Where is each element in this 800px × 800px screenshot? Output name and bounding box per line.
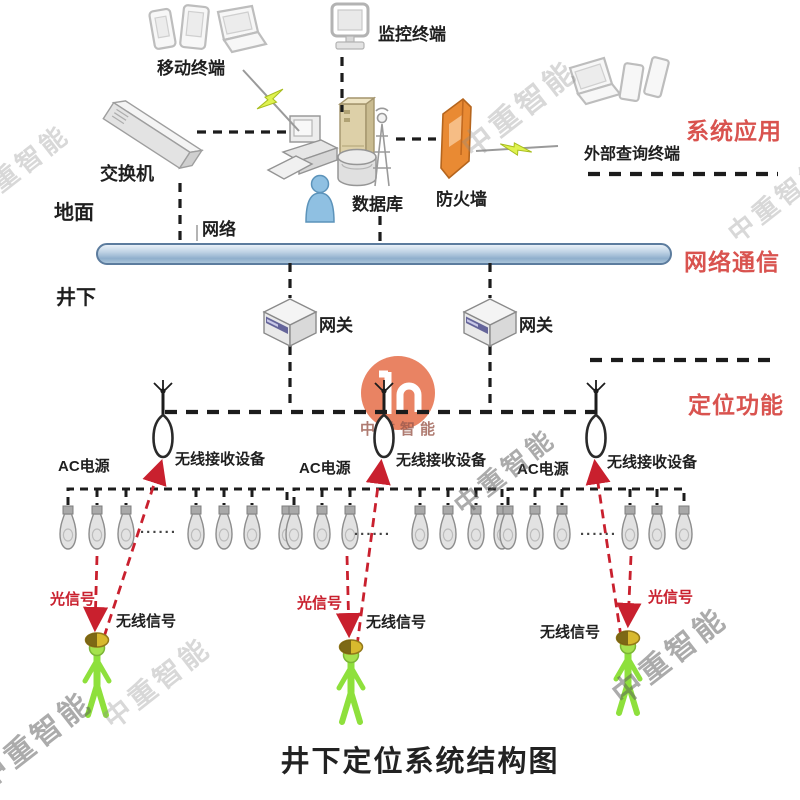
miner-icon-2: [339, 640, 363, 722]
bulb-icon: [117, 505, 135, 550]
bulb-icon: [88, 505, 106, 550]
label-network: 网络: [202, 220, 236, 239]
label-ground: 地面: [54, 202, 94, 224]
label-system-app: 系统应用: [686, 118, 782, 144]
switch-icon: [102, 100, 204, 170]
label-ac-power-2: AC电源: [299, 460, 351, 477]
ellipsis-2: ......: [354, 522, 392, 539]
brand-logo-glyph: [396, 382, 422, 412]
label-firewall: 防火墙: [436, 190, 487, 209]
label-optical-2: 光信号: [297, 595, 343, 612]
mobile-terminal-icon: [148, 4, 268, 54]
operator-person-icon: [305, 174, 335, 223]
wireless-signal-arrow-1: [102, 459, 167, 638]
gateway-icon-1: [263, 298, 317, 347]
label-receiver-2: 无线接收设备: [396, 452, 487, 469]
label-mobile-terminal: 移动终端: [157, 59, 225, 78]
label-external-terminal: 外部查询终端: [584, 146, 681, 163]
dashed-connectors: [178, 57, 492, 410]
label-monitor-terminal: 监控终端: [378, 25, 446, 44]
bulb-icon: [439, 505, 457, 550]
diagram-title: 井下定位系统结构图: [280, 746, 560, 778]
label-wireless-2: 无线信号: [366, 614, 427, 631]
bulb-icon: [59, 505, 77, 550]
network-backbone-pipe: [96, 243, 672, 265]
label-ac-power-1: AC电源: [58, 458, 110, 475]
label-ac-power-3: AC电源: [517, 461, 569, 478]
label-receiver-1: 无线接收设备: [175, 451, 266, 468]
brand-logo-glyph: [379, 370, 392, 414]
workstation-icon: [266, 115, 339, 180]
signal-arrows: [82, 458, 642, 647]
database-icon: [337, 148, 377, 187]
label-optical-1: 光信号: [50, 591, 96, 608]
bulb-icon: [675, 505, 693, 550]
bulb-icon: [621, 505, 639, 550]
bulb-icon: [553, 505, 571, 550]
label-receiver-3: 无线接收设备: [607, 454, 698, 471]
layer-separators: [165, 171, 778, 415]
firewall-icon: [440, 97, 472, 180]
power-bus-3: [506, 487, 686, 505]
receiver-antenna-2: [373, 378, 395, 459]
label-positioning: 定位功能: [688, 392, 784, 418]
external-terminal-icon: [568, 56, 670, 106]
label-network-comm: 网络通信: [684, 249, 780, 275]
optical-signal-arrow-2: [335, 555, 362, 639]
label-optical-3: 光信号: [648, 589, 694, 606]
ellipsis-1: ......: [140, 520, 178, 537]
bulb-icon: [526, 505, 544, 550]
bulb-icon: [648, 505, 666, 550]
bulb-icon: [187, 505, 205, 550]
bulb-icon: [411, 505, 429, 550]
label-gateway-2: 网关: [519, 316, 553, 335]
bulb-row-1: [59, 505, 296, 550]
gateway-icon-2: [463, 298, 517, 347]
label-switch: 交换机: [100, 164, 154, 184]
optical-signal-arrow-3: [616, 555, 642, 629]
receiver-antenna-3: [585, 378, 607, 459]
label-wireless-1: 无线信号: [116, 613, 177, 630]
bulb-icon: [215, 505, 233, 550]
label-underground: 井下: [56, 287, 96, 309]
power-bus-1: [66, 487, 289, 505]
ellipsis-3: ......: [580, 522, 618, 539]
monitor-terminal-icon: [330, 2, 370, 50]
bulb-icon: [313, 505, 331, 550]
label-wireless-3: 无线信号: [540, 624, 601, 641]
label-gateway-1: 网关: [319, 316, 353, 335]
bulb-icon: [243, 505, 261, 550]
receiver-antenna-1: [152, 378, 174, 459]
optical-signal-arrow-1: [82, 555, 109, 633]
power-bus-2: [292, 487, 504, 505]
label-database: 数据库: [352, 195, 403, 214]
surface-antenna-icon: [373, 107, 391, 187]
